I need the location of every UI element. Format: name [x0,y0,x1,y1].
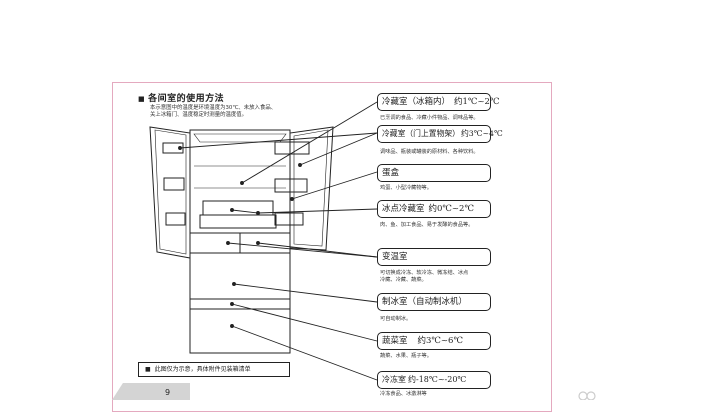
square-bullet-icon: ■ [145,366,151,373]
egg-tray [274,141,310,155]
callout-egg-tray: 蛋盒 [377,164,491,182]
intro-text: 本示意图中的温度是环境温度为30℃、未放入食品、 关上冰箱门、温度稳定时测量的温… [150,105,320,119]
refrigerator-diagram [149,101,378,381]
left-door-shelf [165,212,186,226]
desc-vegetable-room: 蔬菜、水果、瓶子等。 [380,353,432,359]
desc-line: 可切换成冷冻、软冷冻、微冻结、冰点 [380,270,469,276]
desc-door-shelf: 调味品、瓶装或罐装的原材料、各种饮料。 [380,149,479,155]
square-bullet-icon: ■ [138,95,146,103]
callout-vegetable-room: 蔬菜室约3℃~6℃ [377,332,491,350]
callout-chilled-room: 冰点冷藏室约0℃~2℃ [377,200,491,218]
right-door-shelf [274,178,308,193]
desc-freezer: 冷冻食品、冰激淋等 [380,391,427,397]
callout-door-shelf: 冷藏室（门上置物架）约3℃~4℃ [377,125,503,143]
left-door [149,126,191,259]
disclaimer-note: ■此图仅为示意，具体附件见装箱清单 [138,362,290,377]
callout-fridge-interior: 冷藏室（冰箱内）约1℃~2℃ [377,93,499,111]
desc-line: 冷藏、冷藏、蔬菜。 [380,277,427,283]
desc-variable-room: 可切换成冷冻、软冷冻、微冻结、冰点 冷藏、冷藏、蔬菜。 [380,270,520,284]
callout-ice-maker: 制冰室（自动制冰机） [377,293,491,311]
right-door-shelf [274,212,304,226]
desc-chilled-room: 肉、鱼、加工食品、易于发酵的食品等。 [380,222,474,228]
right-door [289,126,334,251]
callout-freezer: 冷冻室约-18℃~-20℃ [377,371,491,389]
intro-line: 关上冰箱门、温度稳定时测量的温度值。 [150,112,248,118]
corner-decoration [578,391,596,400]
section-title: ■各间室的使用方法 [138,94,225,104]
page-number: 9 [165,388,171,397]
ice-maker-drawer [189,252,291,300]
desc-fridge-interior: 已烹调的食品、冷藏小件物品、调味品等。 [380,115,479,121]
callout-variable-room: 变温室 [377,248,491,266]
intro-line: 本示意图中的温度是环境温度为30℃、未放入食品、 [150,105,277,111]
left-door-shelf [163,177,185,191]
desc-ice-maker: 可自动制冰。 [380,316,412,322]
page-tab [112,383,190,400]
freezer-drawer [189,308,291,354]
desc-egg-tray: 鸡蛋、小型冷藏物等。 [380,185,432,191]
